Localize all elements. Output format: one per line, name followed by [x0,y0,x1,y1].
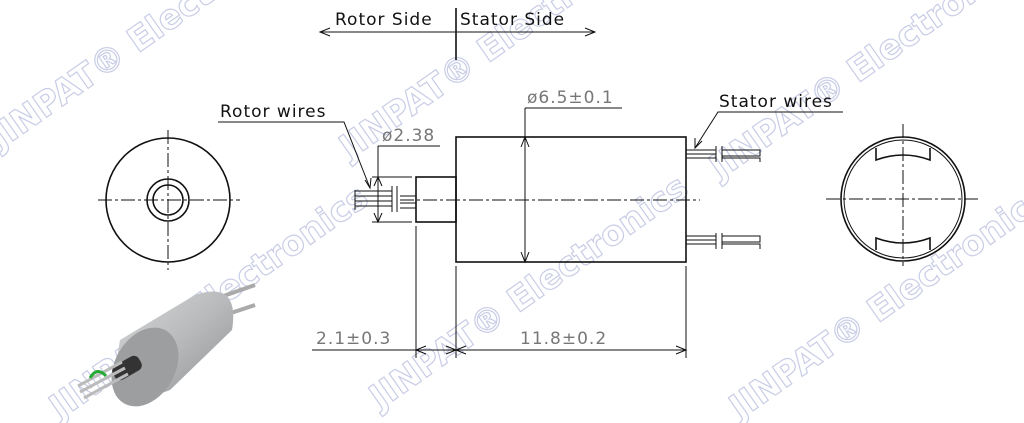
dimensions: ø2.38 ø6.5±0.1 2.1±0.3 11.8±0.2 [312,88,688,358]
rotor-side-label: Rotor Side [335,10,433,30]
stator-wires [686,146,761,249]
stator-side-label: Stator Side [460,10,565,30]
stator-wires-label: Stator wires [719,92,833,112]
body-length-dim: 11.8±0.2 [520,329,607,349]
shaft-diameter-dim: ø2.38 [382,126,435,146]
watermark: JINPAT® Electronics [721,177,1024,423]
watermark: JINPAT® Electronics [0,0,316,159]
watermark: JINPAT® Electronics [361,167,696,418]
callouts: Rotor wires Stator wires [218,92,843,190]
shaft-length-dim: 2.1±0.3 [316,329,391,349]
right-end-view [826,124,978,266]
body-diameter-dim: ø6.5±0.1 [527,88,614,108]
rotor-wires [354,186,416,212]
rotor-wires-label: Rotor wires [220,102,326,122]
isometric-illustration [77,283,256,407]
side-view [354,136,761,263]
side-indicator: Rotor Side Stator Side [318,8,597,60]
left-end-view [98,130,240,270]
